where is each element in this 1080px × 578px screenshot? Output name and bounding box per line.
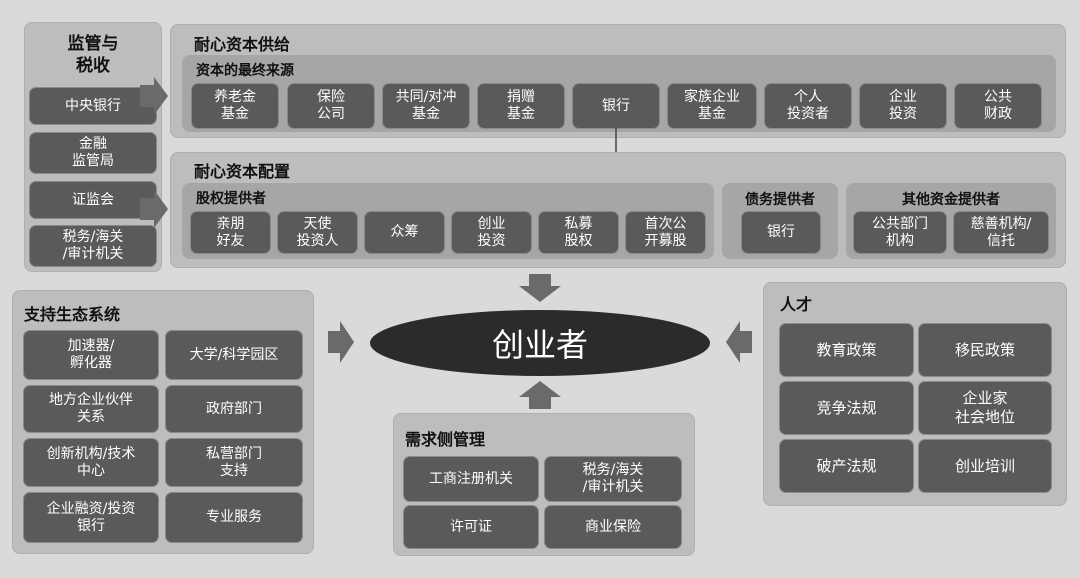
talent-education-policy: 教育政策 [780,324,913,376]
source-individual-investor: 个人 投资者 [765,84,851,128]
source-family-office: 家族企业 基金 [668,84,756,128]
talent-competition-law: 竞争法规 [780,382,913,434]
debt-bank: 银行 [742,212,820,253]
capital-supply-title: 耐心资本供给 [194,35,291,54]
capital-allocation-title: 耐心资本配置 [194,162,291,181]
demand-business-registry: 工商注册机关 [404,457,538,501]
arrow-right-icon [140,190,168,228]
talent-bankruptcy-law: 破产法规 [780,440,913,492]
equity-providers-title: 股权提供者 [196,191,266,207]
talent-immigration-policy: 移民政策 [919,324,1051,376]
equity-venture-capital: 创业 投资 [452,212,531,253]
equity-ipo: 首次公 开募股 [626,212,705,253]
ecosystem-investment-bank: 企业融资/投资 银行 [24,493,158,542]
arrow-down-icon [519,274,561,302]
source-public-finance: 公共 财政 [955,84,1041,128]
other-public-agency: 公共部门 机构 [854,212,946,253]
source-endowment: 捐赠 基金 [478,84,564,128]
source-insurance: 保险 公司 [288,84,374,128]
equity-private-equity: 私募 股权 [539,212,618,253]
debt-providers-title: 债务提供者 [745,192,815,208]
talent-entrepreneurship-training: 创业培训 [919,440,1051,492]
arrow-left-icon [726,321,752,363]
demand-license: 许可证 [404,506,538,548]
capital-sources-title: 资本的最终来源 [196,63,294,79]
regulation-item-central-bank: 中央银行 [30,88,156,124]
regulation-item-securities-commission: 证监会 [30,182,156,218]
ecosystem-private-support: 私营部门 支持 [166,439,302,486]
entrepreneur-ellipse [370,310,710,376]
source-corporate-investment: 企业 投资 [860,84,946,128]
regulation-item-tax-customs-audit: 税务/海关 /审计机关 [30,226,156,266]
ecosystem-accelerator: 加速器/ 孵化器 [24,331,158,379]
demand-tax-customs-audit: 税务/海关 /审计机关 [545,457,681,501]
other-charity-trust: 慈善机构/ 信托 [954,212,1048,253]
arrow-right-icon [140,77,168,115]
equity-angel-investor: 天使 投资人 [278,212,357,253]
other-providers-title: 其他资金提供者 [902,192,1000,208]
talent-entrepreneur-status: 企业家 社会地位 [919,382,1051,434]
equity-friends-family: 亲朋 好友 [191,212,270,253]
regulation-item-financial-regulator: 金融 监管局 [30,133,156,173]
ecosystem-professional-services: 专业服务 [166,493,302,542]
ecosystem-university: 大学/科学园区 [166,331,302,379]
source-pension-fund: 养老金 基金 [192,84,278,128]
regulation-title: 监管与 税收 [67,34,119,76]
demand-business-insurance: 商业保险 [545,506,681,548]
demand-title: 需求侧管理 [405,430,486,449]
ecosystem-title: 支持生态系统 [24,305,121,324]
talent-title: 人才 [780,295,813,314]
arrow-up-icon [519,381,561,409]
equity-providers-subpanel [182,183,714,259]
ecosystem-government: 政府部门 [166,386,302,432]
ecosystem-innovation-center: 创新机构/技术 中心 [24,439,158,486]
arrow-right-icon [328,321,354,363]
equity-crowdfunding: 众筹 [365,212,444,253]
source-mutual-hedge-fund: 共同/对冲 基金 [383,84,469,128]
ecosystem-local-partnership: 地方企业伙伴 关系 [24,386,158,432]
source-bank: 银行 [573,84,659,128]
